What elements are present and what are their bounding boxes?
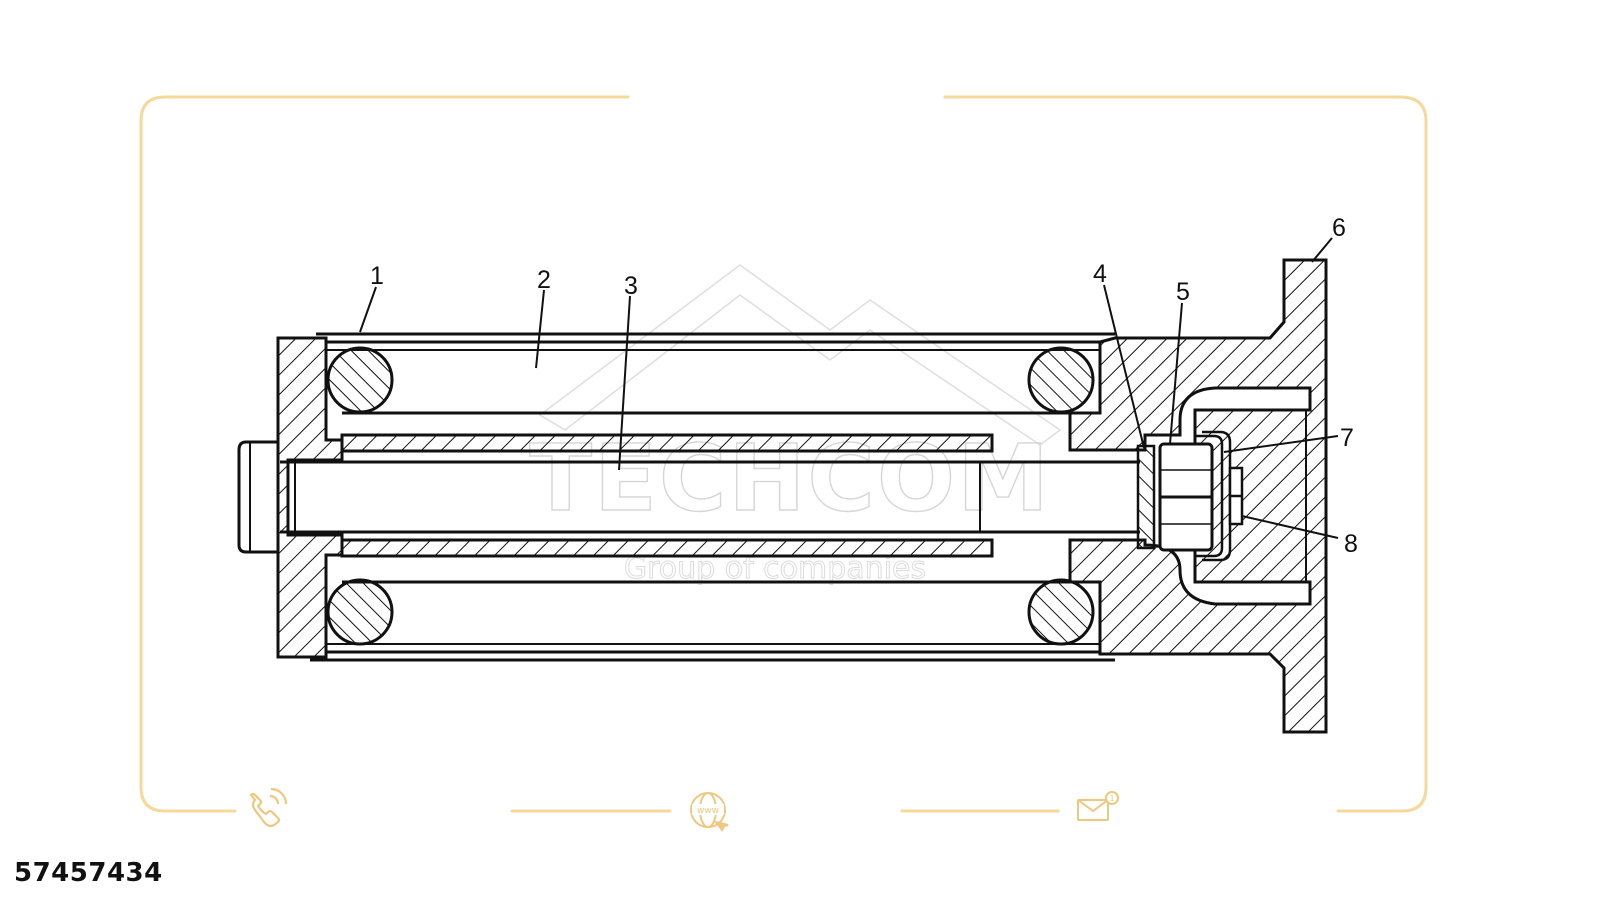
lock-plate [1196, 434, 1224, 558]
callout-6: 6 [1332, 214, 1346, 242]
left-end-cap [276, 336, 344, 659]
outer-housing-tube [310, 332, 1115, 662]
callout-2: 2 [537, 266, 551, 294]
leader-lines [359, 237, 1339, 539]
bolt-head [237, 440, 278, 554]
o-ring-top-right [1027, 346, 1095, 414]
split-pin [1228, 466, 1244, 526]
inner-chamber-wall [342, 411, 1070, 584]
www-label: www [697, 806, 719, 816]
washer [1136, 444, 1156, 550]
tie-rod [280, 460, 1140, 534]
o-ring-top-left [326, 346, 394, 414]
mail-icon: 1 [1077, 791, 1119, 821]
decorative-frame [139, 95, 1428, 813]
sleeve-top [340, 433, 994, 453]
callout-3: 3 [624, 272, 638, 300]
hex-nut [1158, 442, 1214, 552]
sleeve-bottom [340, 538, 994, 558]
o-ring-bottom-left [326, 578, 394, 646]
mail-badge: 1 [1109, 794, 1114, 803]
callout-4: 4 [1093, 260, 1107, 288]
callout-1: 1 [370, 262, 384, 290]
o-ring-bottom-right [1027, 578, 1095, 646]
phone-icon [249, 787, 288, 828]
part-number: 57457434 [14, 858, 163, 888]
assembly-drawing [237, 258, 1328, 734]
callout-5: 5 [1176, 278, 1190, 306]
watermark: TECHCOM Group of companies [529, 264, 1062, 587]
callout-8: 8 [1344, 530, 1358, 558]
www-globe-icon: www [690, 792, 729, 832]
callout-7: 7 [1340, 424, 1354, 452]
